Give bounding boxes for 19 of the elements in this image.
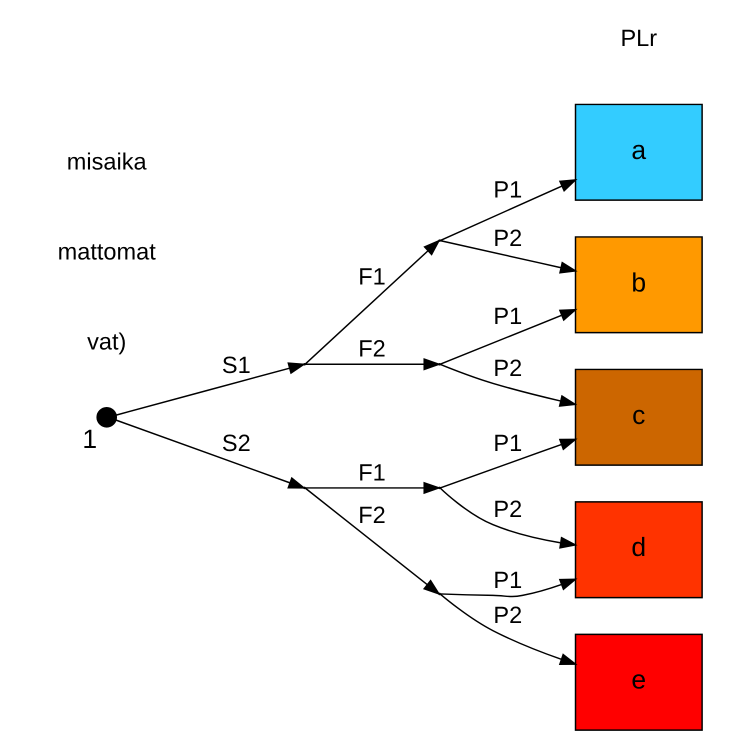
edge-label: P2 <box>493 496 522 522</box>
label: mattomat <box>58 238 156 264</box>
node-label: 1 <box>82 424 98 454</box>
edge-label: P1 <box>493 176 522 203</box>
label: PLr <box>620 24 658 51</box>
edge-label: P2 <box>493 225 522 252</box>
edge-label: P2 <box>493 602 522 628</box>
edge-label: P1 <box>493 566 522 593</box>
edge-label: P1 <box>493 303 522 330</box>
edge-label: P2 <box>493 354 522 381</box>
label: misaika <box>66 148 147 175</box>
edge-label: S2 <box>222 430 251 456</box>
edge-label: P1 <box>493 430 522 456</box>
edge-label: F1 <box>358 459 386 486</box>
edge-label: S1 <box>222 352 251 378</box>
edge-label: F2 <box>358 502 386 528</box>
edge-label: F1 <box>358 263 386 290</box>
label: vat) <box>87 328 126 354</box>
edge-label: F2 <box>358 336 386 362</box>
